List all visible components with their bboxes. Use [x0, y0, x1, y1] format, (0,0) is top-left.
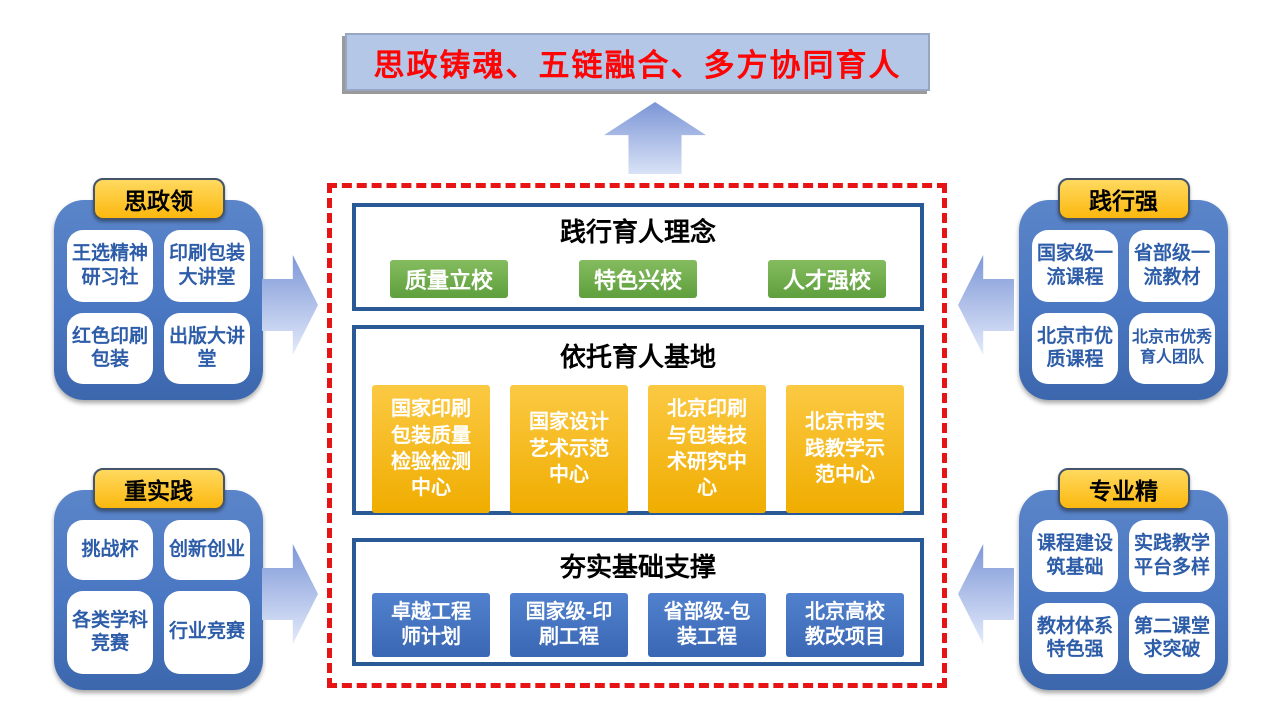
- section-foundation: 夯实基础支撑 卓越工程师计划 国家级-印刷工程 省部级-包装工程 北京高校教改项…: [352, 538, 924, 666]
- group-cell: 教材体系特色强: [1032, 602, 1118, 674]
- group-sizhengling-header: 思政领: [92, 178, 225, 220]
- banner-title: 思政铸魂、五链融合、多方协同育人: [373, 47, 902, 83]
- foundation-chip: 北京高校教改项目: [786, 593, 904, 657]
- foundation-chip: 省部级-包装工程: [648, 593, 766, 657]
- section-bases-title: 依托育人基地: [559, 342, 716, 372]
- concept-chip-row: 质量立校 特色兴校 人才强校: [356, 260, 920, 298]
- concept-chip: 特色兴校: [579, 260, 697, 298]
- group-cell: 课程建设筑基础: [1032, 520, 1118, 592]
- foundation-chip: 国家级-印刷工程: [510, 593, 628, 657]
- group-cell: 省部级一流教材: [1129, 230, 1215, 302]
- base-chip: 国家设计艺术示范中心: [510, 385, 628, 513]
- section-concepts-title: 践行育人理念: [559, 217, 716, 247]
- group-jianxingqiang-grid: 国家级一流课程 省部级一流教材 北京市优质课程 北京市优秀育人团队: [1032, 230, 1215, 384]
- dashed-frame: [327, 183, 947, 688]
- base-chip: 北京印刷与包装技术研究中心: [648, 385, 766, 513]
- arrow-right-icon: [262, 255, 318, 355]
- group-cell: 红色印刷包装: [67, 312, 153, 384]
- group-cell: 国家级一流课程: [1032, 230, 1118, 302]
- section-concepts: 践行育人理念 质量立校 特色兴校 人才强校: [352, 203, 924, 311]
- group-cell: 挑战杯: [67, 520, 153, 580]
- base-chip: 北京市实践教学示范中心: [786, 385, 904, 513]
- foundation-chip-row: 卓越工程师计划 国家级-印刷工程 省部级-包装工程 北京高校教改项目: [356, 593, 920, 657]
- group-cell: 北京市优质课程: [1032, 312, 1118, 384]
- arrow-up-icon: [604, 102, 706, 174]
- group-cell: 北京市优秀育人团队: [1129, 312, 1215, 384]
- group-sizhengling: 思政领 王选精神研习社 印刷包装大讲堂 红色印刷包装 出版大讲堂: [54, 178, 263, 400]
- group-zhuanyejing-header: 专业精: [1057, 468, 1190, 510]
- banner: 思政铸魂、五链融合、多方协同育人: [345, 33, 930, 91]
- group-cell: 实践教学平台多样: [1129, 520, 1215, 592]
- arrow-right-icon: [262, 544, 318, 644]
- group-jianxingqiang-header: 践行强: [1057, 178, 1190, 220]
- arrow-left-icon: [958, 544, 1014, 644]
- group-zhongshijian-grid: 挑战杯 创新创业 各类学科竞赛 行业竞赛: [67, 520, 250, 674]
- group-zhuanyejing: 专业精 课程建设筑基础 实践教学平台多样 教材体系特色强 第二课堂求突破: [1019, 468, 1228, 690]
- foundation-chip: 卓越工程师计划: [372, 593, 490, 657]
- group-cell: 出版大讲堂: [164, 312, 250, 384]
- group-sizhengling-grid: 王选精神研习社 印刷包装大讲堂 红色印刷包装 出版大讲堂: [67, 230, 250, 384]
- concept-chip: 人才强校: [768, 260, 886, 298]
- arrow-left-icon: [958, 255, 1014, 355]
- base-chip-row: 国家印刷包装质量检验检测中心 国家设计艺术示范中心 北京印刷与包装技术研究中心 …: [356, 385, 920, 513]
- group-cell: 王选精神研习社: [67, 230, 153, 302]
- group-cell: 印刷包装大讲堂: [164, 230, 250, 302]
- group-cell: 第二课堂求突破: [1129, 602, 1215, 674]
- section-bases: 依托育人基地 国家印刷包装质量检验检测中心 国家设计艺术示范中心 北京印刷与包装…: [352, 325, 924, 515]
- section-foundation-title: 夯实基础支撑: [559, 552, 716, 582]
- group-zhongshijian-header: 重实践: [92, 468, 225, 510]
- group-zhuanyejing-grid: 课程建设筑基础 实践教学平台多样 教材体系特色强 第二课堂求突破: [1032, 520, 1215, 674]
- group-jianxingqiang: 践行强 国家级一流课程 省部级一流教材 北京市优质课程 北京市优秀育人团队: [1019, 178, 1228, 400]
- group-cell: 行业竞赛: [164, 590, 250, 674]
- group-cell: 各类学科竞赛: [67, 590, 153, 674]
- group-cell: 创新创业: [164, 520, 250, 580]
- group-zhongshijian: 重实践 挑战杯 创新创业 各类学科竞赛 行业竞赛: [54, 468, 263, 690]
- concept-chip: 质量立校: [390, 260, 508, 298]
- base-chip: 国家印刷包装质量检验检测中心: [372, 385, 490, 513]
